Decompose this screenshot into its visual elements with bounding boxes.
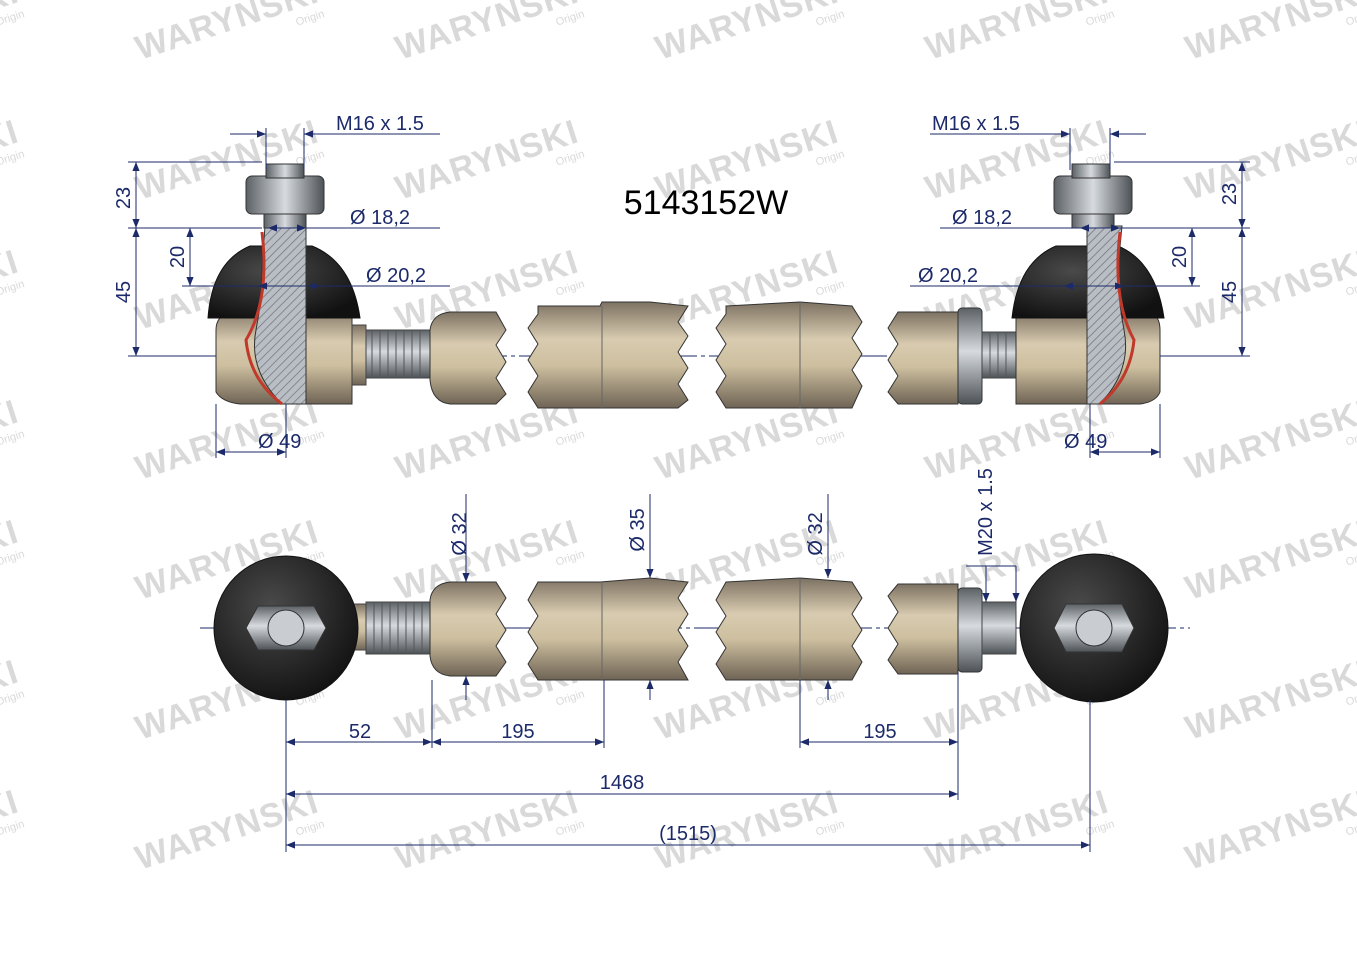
watermark-brand: WARYNSKI	[1181, 0, 1357, 68]
watermark-brand: WARYNSKI	[1181, 243, 1357, 338]
bottom-dimension-lines	[285, 494, 1091, 852]
left-threaded-stud	[365, 329, 431, 379]
dia-32-a: Ø 32	[449, 512, 471, 555]
left-joint-top-view	[213, 555, 431, 701]
left-castle-nut	[245, 175, 325, 215]
watermark-brand: WARYNSKI	[1181, 393, 1357, 488]
dia-202-left: Ø 20,2	[366, 265, 426, 287]
dim-45-right: 45	[1219, 281, 1241, 303]
thread-m20: M20 x 1.5	[975, 468, 997, 556]
top-tube-segments	[429, 301, 983, 409]
watermark-brand: WARYNSKI	[391, 0, 583, 68]
top-view: M16 x 1.5 M16 x 1.5 23 20 45 23 20 45 Ø …	[113, 113, 1250, 458]
dim-23-right: 23	[1219, 183, 1241, 205]
left-stud-top	[365, 601, 431, 655]
dia-49-left: Ø 49	[258, 431, 301, 453]
part-number: 5143152W	[624, 184, 788, 222]
right-joint-top-view	[981, 553, 1169, 703]
len-52: 52	[349, 721, 371, 743]
len-195-b: 195	[863, 721, 896, 743]
len-1515: (1515)	[659, 823, 717, 845]
dim-45-left: 45	[113, 281, 135, 303]
right-ball-joint	[981, 163, 1165, 406]
bottom-tube-segments	[429, 577, 983, 681]
left-ball-joint	[207, 163, 431, 406]
dia-49-right: Ø 49	[1064, 431, 1107, 453]
dia-35: Ø 35	[627, 508, 649, 551]
dim-23-left: 23	[113, 187, 135, 209]
watermark-brand: WARYNSKI	[1181, 783, 1357, 878]
right-castle-nut	[1053, 175, 1133, 215]
dim-20-right: 20	[1169, 246, 1191, 268]
dia-182-left: Ø 18,2	[350, 207, 410, 229]
top-dimension-lines	[128, 128, 1250, 458]
thread-label-left: M16 x 1.5	[336, 113, 424, 135]
watermark-brand: WARYNSKI	[651, 0, 843, 68]
dim-20-left: 20	[167, 246, 189, 268]
thread-label-right: M16 x 1.5	[932, 113, 1020, 135]
dia-32-b: Ø 32	[805, 512, 827, 555]
dia-202-right: Ø 20,2	[918, 265, 978, 287]
dia-182-right: Ø 18,2	[952, 207, 1012, 229]
bottom-view: Ø 32 Ø 35 Ø 32 M20 x 1.5 52 195 195 1468…	[200, 468, 1190, 852]
watermark-brand: WARYNSKI	[131, 0, 323, 68]
watermark-brand: WARYNSKI	[1181, 113, 1357, 208]
watermark-brand: WARYNSKI	[921, 0, 1113, 68]
len-195-a: 195	[501, 721, 534, 743]
right-lock-nut	[957, 307, 983, 405]
watermark-brand: WARYNSKI	[1181, 653, 1357, 748]
len-1468: 1468	[600, 772, 645, 794]
watermark-brand: WARYNSKI	[1181, 513, 1357, 608]
